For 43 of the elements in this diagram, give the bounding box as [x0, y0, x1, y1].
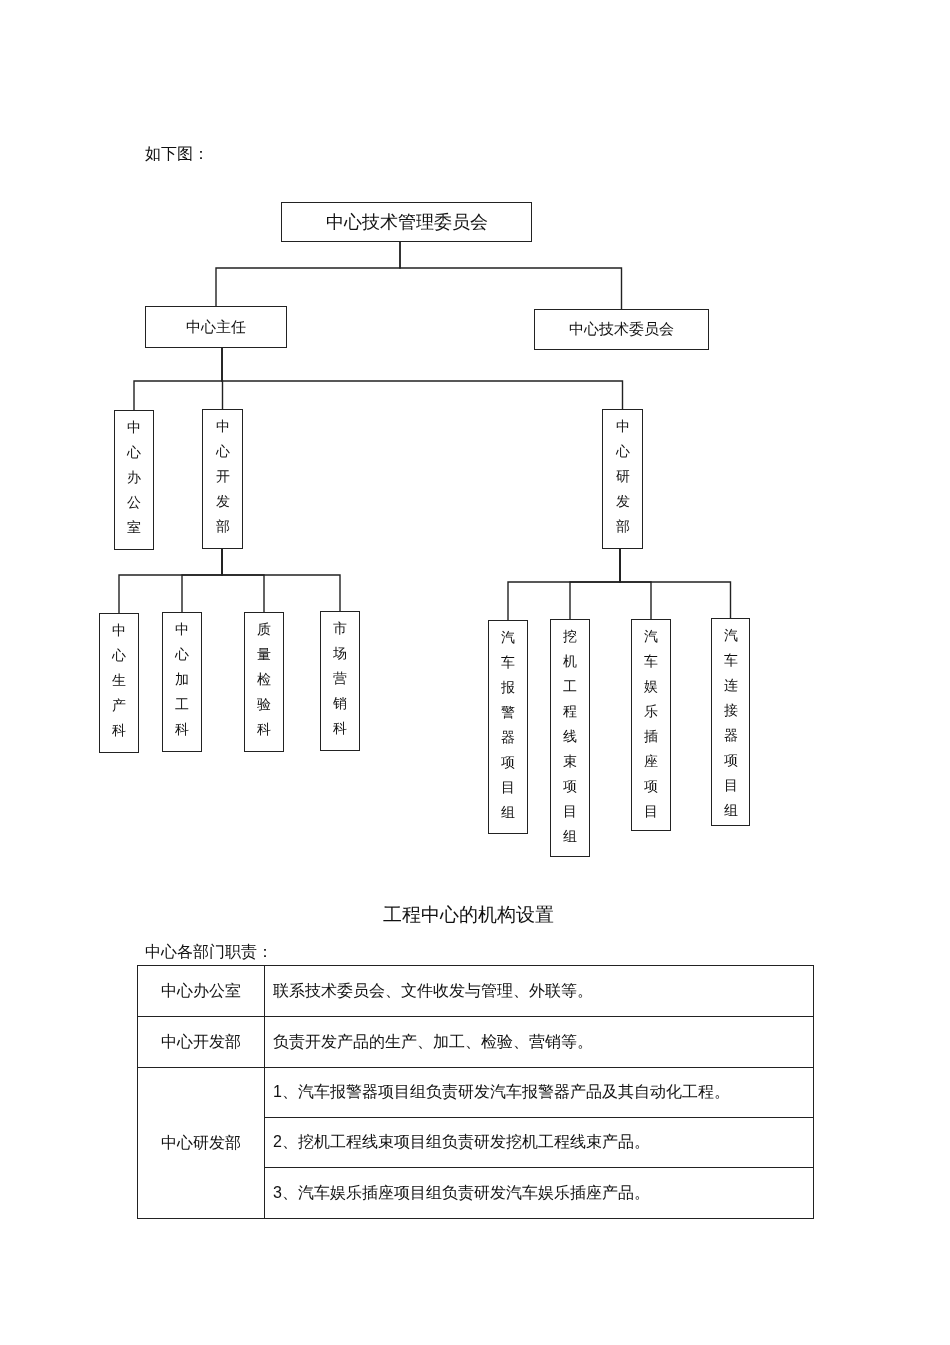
connector-line — [399, 241, 623, 310]
org-box — [162, 612, 202, 752]
diagram-caption: 工程中心的机构设置 — [382, 903, 554, 927]
duty-cell: 负责开发产品的生产、加工、检验、营销等。 — [264, 1016, 814, 1068]
section-heading: 中心各部门职责： — [145, 942, 273, 962]
connector-line — [221, 548, 341, 612]
connector-line — [221, 347, 624, 410]
unit-label: 质量检验科 — [257, 621, 271, 739]
org-box — [534, 309, 709, 350]
unit-label: 汽车报警器项目组 — [501, 629, 515, 822]
org-box — [631, 619, 671, 831]
unit-label: 市场营销科 — [333, 620, 347, 738]
org-box — [145, 306, 287, 348]
duty-cell: 联系技术委员会、文件收发与管理、外联等。 — [264, 965, 814, 1017]
duty-cell: 3、汽车娱乐插座项目组负责研发汽车娱乐插座产品。 — [264, 1167, 814, 1219]
unit-label: 中心技术管理委员会 — [325, 211, 488, 234]
org-box — [244, 612, 284, 752]
unit-label: 中心生产科 — [112, 622, 126, 740]
org-box — [320, 611, 360, 751]
unit-label: 中心研发部 — [615, 418, 630, 536]
connector-line — [619, 548, 732, 619]
org-box — [711, 618, 750, 826]
department-cell: 中心办公室 — [137, 965, 265, 1017]
org-box — [202, 409, 243, 549]
department-cell: 中心开发部 — [137, 1016, 265, 1068]
unit-label: 汽车娱乐插座项目 — [644, 628, 658, 821]
duty-cell: 1、汽车报警器项目组负责研发汽车报警器产品及其自动化工程。 — [264, 1067, 814, 1118]
unit-label: 中心加工科 — [175, 621, 189, 739]
org-box — [114, 410, 154, 550]
department-cell: 中心研发部 — [137, 1067, 265, 1219]
intro-text: 如下图： — [145, 144, 209, 164]
unit-label: 挖机工程线束项目组 — [563, 628, 577, 846]
unit-label: 中心技术委员会 — [569, 320, 674, 339]
org-box — [99, 613, 139, 753]
unit-label: 中心主任 — [186, 317, 246, 337]
org-box — [488, 620, 528, 834]
org-box — [550, 619, 590, 857]
unit-label: 中心开发部 — [215, 418, 230, 536]
unit-label: 汽车连接器项目组 — [723, 627, 738, 820]
duty-cell: 2、挖机工程线束项目组负责研发挖机工程线束产品。 — [264, 1117, 814, 1168]
org-box — [602, 409, 643, 549]
org-box — [281, 202, 532, 242]
unit-label: 中心办公室 — [127, 419, 141, 537]
